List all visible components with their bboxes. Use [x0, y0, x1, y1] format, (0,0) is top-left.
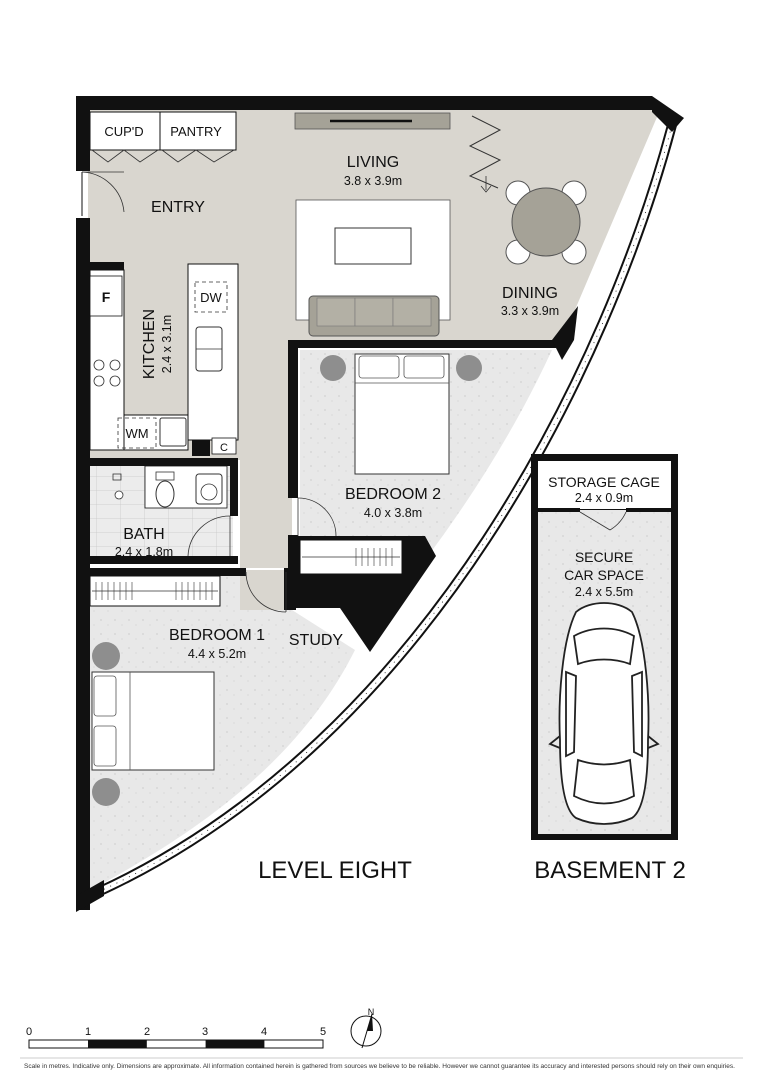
cooktop — [93, 359, 121, 387]
scale-label-1: 1 — [85, 1026, 91, 1038]
dw-label: DW — [200, 290, 222, 305]
dining-table — [505, 180, 587, 265]
pantry-label: PANTRY — [170, 124, 222, 139]
car-size: 2.4 x 5.5m — [575, 585, 633, 599]
car-icon — [548, 602, 660, 825]
cupboard-pantry — [89, 111, 237, 151]
coffee-table — [334, 227, 412, 265]
bath-fixtures — [112, 465, 228, 509]
fridge-label: F — [102, 289, 111, 305]
bedroom1-bed — [91, 642, 215, 806]
sofa — [308, 295, 440, 337]
bath-door[interactable] — [187, 515, 231, 557]
storage-door[interactable] — [579, 511, 627, 531]
dishwasher — [194, 281, 228, 313]
car-label-1: SECURE — [575, 549, 633, 565]
scale-label-5: 5 — [320, 1026, 326, 1038]
disclaimer: Scale in metres. Indicative only. Dimens… — [24, 1063, 735, 1070]
laundry-sink — [159, 417, 187, 447]
wm-label: WM — [125, 426, 148, 441]
cupboard-c-label: C — [220, 442, 228, 454]
exterior-walls — [76, 96, 684, 912]
basement-title: BASEMENT 2 — [534, 857, 686, 884]
bedroom2-door[interactable] — [297, 497, 337, 537]
washing-machine — [117, 417, 157, 449]
storage-cage — [538, 461, 671, 509]
bath-size: 2.4 x 1.8m — [115, 545, 173, 559]
storage-size: 2.4 x 0.9m — [575, 491, 633, 505]
scale-bar: 0 1 2 3 4 5 — [26, 1026, 326, 1049]
bedroom2-label: BEDROOM 2 — [345, 486, 441, 503]
north-compass: N — [350, 1007, 382, 1049]
bedroom1-floor — [88, 575, 355, 890]
study-floor — [240, 570, 292, 610]
level-title: LEVEL EIGHT — [258, 857, 412, 884]
bedroom2-bed — [320, 353, 482, 475]
dining-size: 3.3 x 3.9m — [501, 304, 559, 318]
storage-label: STORAGE CAGE — [548, 474, 660, 490]
bedroom1-label: BEDROOM 1 — [169, 627, 265, 644]
kitchen-size: 2.4 x 3.1m — [160, 315, 174, 373]
scale-label-0: 0 — [26, 1026, 32, 1038]
entry-door[interactable] — [81, 171, 125, 216]
compass-n: N — [368, 1007, 375, 1017]
study-label: STUDY — [289, 632, 344, 649]
scale-label-2: 2 — [144, 1026, 150, 1038]
bedroom1-size: 4.4 x 5.2m — [188, 647, 246, 661]
study-door[interactable] — [245, 571, 287, 613]
scale-label-4: 4 — [261, 1026, 267, 1038]
kitchen-label: KITCHEN — [141, 309, 158, 379]
living-size: 3.8 x 3.9m — [344, 174, 402, 188]
bifold-door[interactable] — [468, 115, 502, 189]
entry-label: ENTRY — [151, 199, 205, 216]
car-label-2: CAR SPACE — [564, 567, 644, 583]
dining-label: DINING — [502, 285, 558, 302]
bath-label: BATH — [123, 526, 164, 543]
bedroom2-wardrobe — [299, 539, 403, 575]
cupd-label: CUP'D — [104, 124, 143, 139]
bedroom2-size: 4.0 x 3.8m — [364, 506, 422, 520]
cupboard-c — [211, 437, 237, 455]
fridge — [89, 275, 123, 317]
living-label: LIVING — [347, 154, 399, 171]
scale-label-3: 3 — [202, 1026, 208, 1038]
bedroom1-wardrobe — [89, 575, 221, 607]
